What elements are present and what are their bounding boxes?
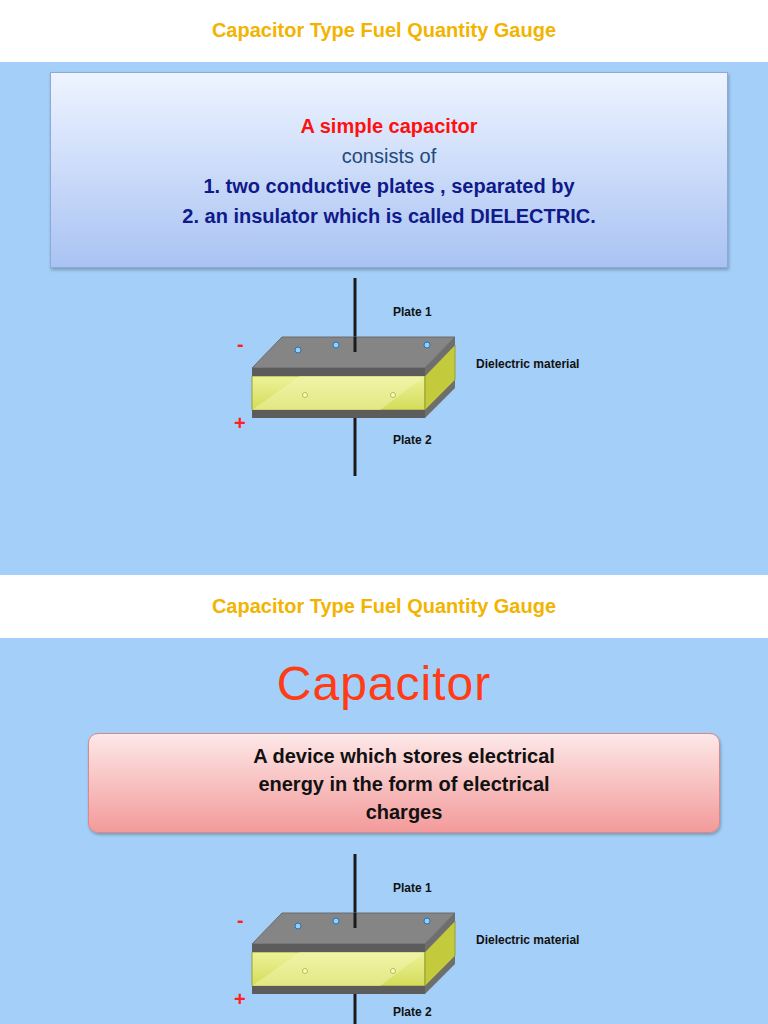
part-label: Plate 2 <box>393 433 432 447</box>
box-text: A simple capacitor <box>51 111 727 141</box>
part-label: Plate 1 <box>393 305 432 319</box>
box-text: 1. two conductive plates , separated by <box>51 171 727 201</box>
slide-title: Capacitor Type Fuel Quantity Gauge <box>0 595 768 618</box>
polarity-sign: + <box>234 412 246 435</box>
part-label: Dielectric material <box>476 357 579 371</box>
box-text: A device which stores electrical energy … <box>234 742 574 826</box>
polarity-sign: - <box>237 333 244 356</box>
part-label: Plate 1 <box>393 881 432 895</box>
info-box: A simple capacitorconsists of1. two cond… <box>50 72 728 268</box>
box-text: consists of <box>51 141 727 171</box>
part-label: Plate 2 <box>393 1005 432 1019</box>
slide-title: Capacitor Type Fuel Quantity Gauge <box>0 19 768 42</box>
polarity-sign: + <box>234 988 246 1011</box>
box-text: 2. an insulator which is called DIELECTR… <box>51 201 727 231</box>
part-label: Dielectric material <box>476 933 579 947</box>
heading-word: Capacitor <box>0 656 768 711</box>
definition-box: A device which stores electrical energy … <box>88 733 720 833</box>
polarity-sign: - <box>237 909 244 932</box>
